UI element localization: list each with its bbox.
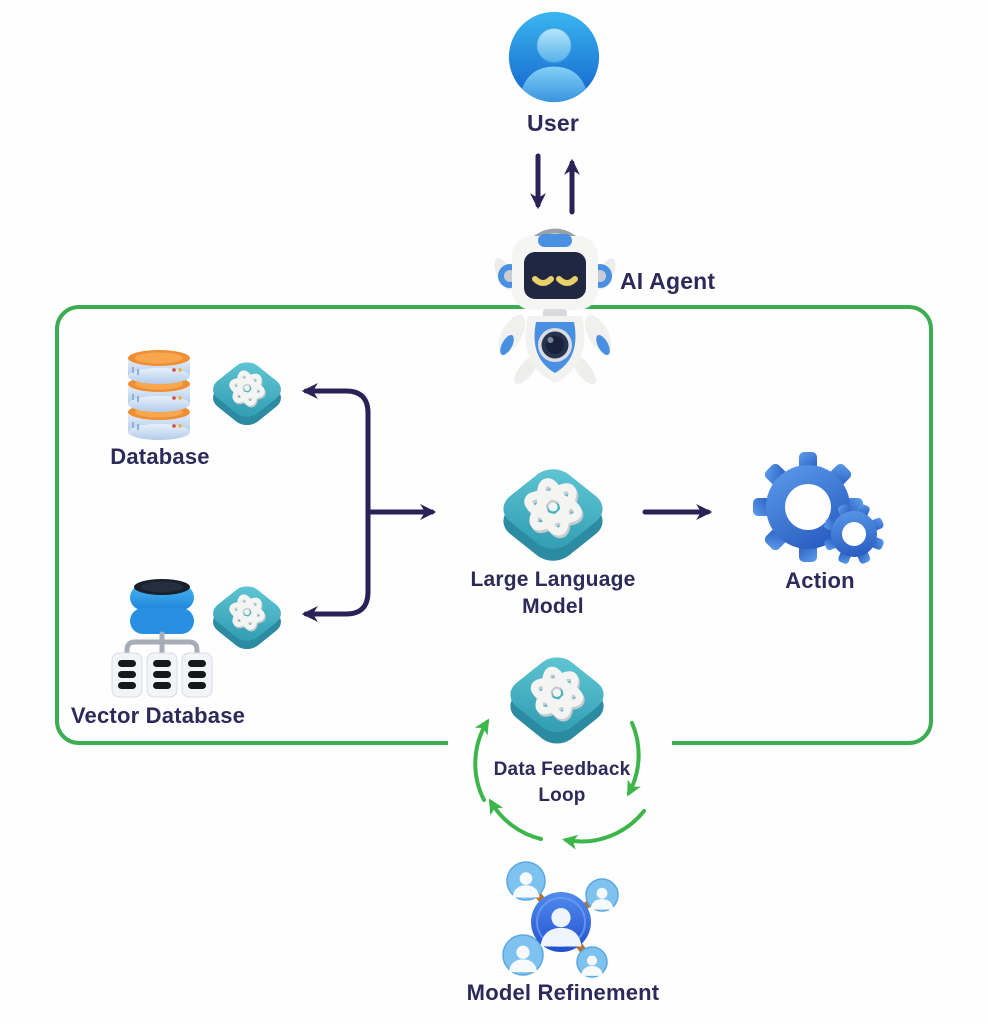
- user-avatar-icon: [508, 11, 600, 103]
- gear-small: [824, 504, 884, 564]
- llm-label: Large Language Model: [471, 566, 636, 620]
- robot-icon: [494, 228, 616, 385]
- database-cylinders-icon: [128, 350, 190, 440]
- network-users-icon: [502, 861, 619, 978]
- user-agent-arrows: [530, 153, 580, 215]
- feedback-loop-label-line2: Loop: [538, 785, 586, 806]
- ai-knot-chip-icon-vector: [213, 586, 281, 650]
- satellite-users: [502, 861, 619, 978]
- database-label: Database: [110, 444, 210, 469]
- model-refinement-label: Model Refinement: [466, 980, 660, 1005]
- db-section-top: [128, 350, 190, 384]
- ai-knot-chip-icon-llm: [503, 469, 603, 561]
- user-label: User: [527, 110, 579, 136]
- feedback-loop-label: Data Feedback Loop: [494, 757, 631, 809]
- gears-icon: [753, 452, 884, 564]
- ai-knot-chip-icon-feedback: [510, 657, 604, 744]
- central-user: [531, 892, 591, 952]
- vector-database-label: Vector Database: [70, 703, 246, 728]
- feedback-loop-label-line1: Data Feedback: [493, 759, 631, 780]
- vector-cards: [111, 652, 213, 698]
- action-label: Action: [785, 568, 855, 593]
- vector-database-icon: [111, 579, 213, 698]
- llm-label-line2: Model: [522, 595, 584, 618]
- ai-agent-label: AI Agent: [620, 268, 716, 294]
- ai-knot-chip-icon-database: [213, 362, 281, 426]
- llm-label-line1: Large Language: [470, 568, 636, 591]
